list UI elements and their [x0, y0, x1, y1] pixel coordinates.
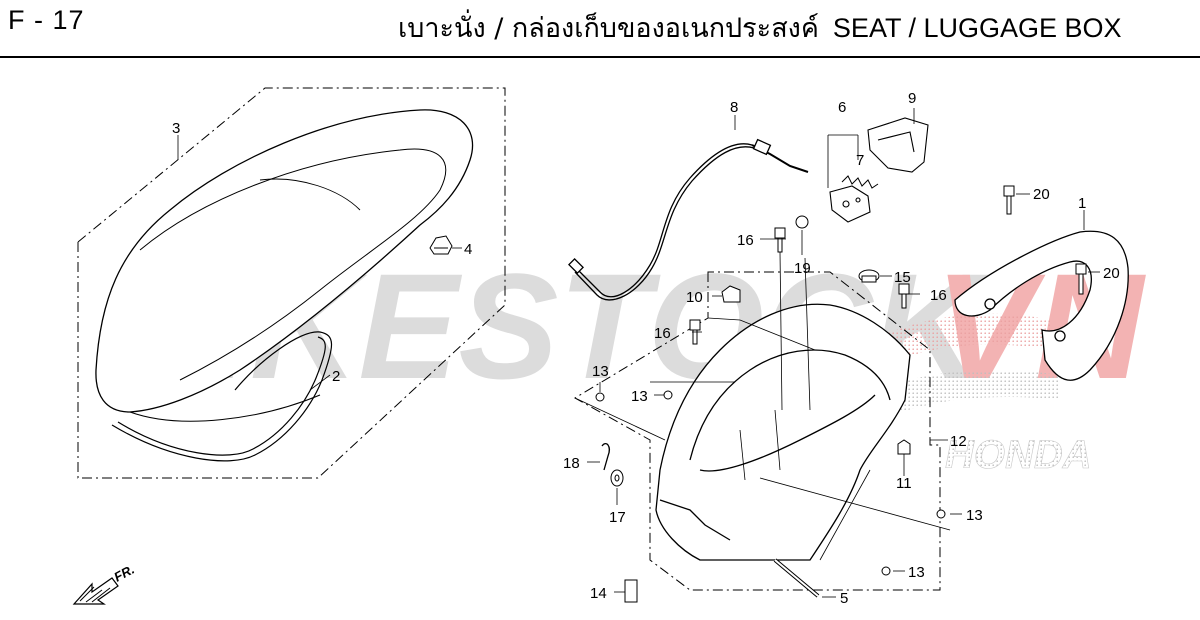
callout-16a: 16 [737, 232, 754, 249]
honda-wing-logo [820, 313, 1050, 400]
callout-13d: 13 [908, 564, 925, 581]
callout-12: 12 [950, 433, 967, 450]
seat-lock [829, 185, 871, 223]
callout-15: 15 [894, 269, 911, 286]
luggage-box-group-frame [574, 271, 941, 591]
callout-16b: 16 [654, 325, 671, 342]
callout-17: 17 [609, 509, 626, 526]
callout-9: 9 [908, 90, 916, 107]
lock-cover [867, 117, 929, 173]
callout-10: 10 [686, 289, 703, 306]
fr-label: FR. [111, 562, 137, 585]
seat-lock-cable [568, 138, 809, 301]
callout-20a: 20 [1033, 186, 1050, 203]
grab-rail [954, 230, 1129, 381]
page-title: เบาะนั่ง / กล่องเก็บของอเนกประสงค์ SEAT /… [398, 6, 1200, 46]
seat-group-frame [77, 87, 506, 479]
callout-8: 8 [730, 99, 738, 116]
callout-13b: 13 [631, 388, 648, 405]
callout-6: 6 [838, 99, 846, 116]
leader-lines [177, 108, 1100, 598]
header-rule [0, 56, 1200, 58]
page-header: F - 17 เบาะนั่ง / กล่องเก็บของอเนกประสงค… [0, 0, 1200, 58]
title-thai: เบาะนั่ง / กล่องเก็บของอเนกประสงค์ [398, 13, 819, 44]
front-direction-arrow: FR. [72, 562, 137, 605]
lock-spring [841, 175, 879, 189]
callout-5: 5 [840, 590, 848, 607]
callout-labels: 3 2 4 8 6 7 9 1 20 20 16 19 15 16 10 16 … [172, 90, 1120, 607]
callout-1: 1 [1078, 195, 1086, 212]
page-code: F - 17 [8, 5, 85, 35]
callout-11: 11 [896, 475, 912, 492]
callout-13c: 13 [966, 507, 983, 524]
callout-2: 2 [332, 368, 340, 385]
callout-14: 14 [590, 585, 607, 602]
rubber-stopper [429, 235, 453, 255]
title-english: SEAT / LUGGAGE BOX [832, 13, 1122, 43]
callout-19: 19 [794, 260, 811, 277]
callout-13a: 13 [592, 363, 609, 380]
seat-seal [111, 331, 333, 462]
honda-wordmark: HONDA [945, 433, 1092, 477]
callout-7: 7 [856, 152, 864, 169]
luggage-box [655, 303, 911, 561]
hardware [595, 185, 1087, 603]
callout-18: 18 [563, 455, 580, 472]
callout-4: 4 [464, 241, 472, 258]
callout-20b: 20 [1103, 265, 1120, 282]
callout-16c: 16 [930, 287, 947, 304]
callout-3: 3 [172, 120, 180, 137]
seat [95, 109, 474, 422]
